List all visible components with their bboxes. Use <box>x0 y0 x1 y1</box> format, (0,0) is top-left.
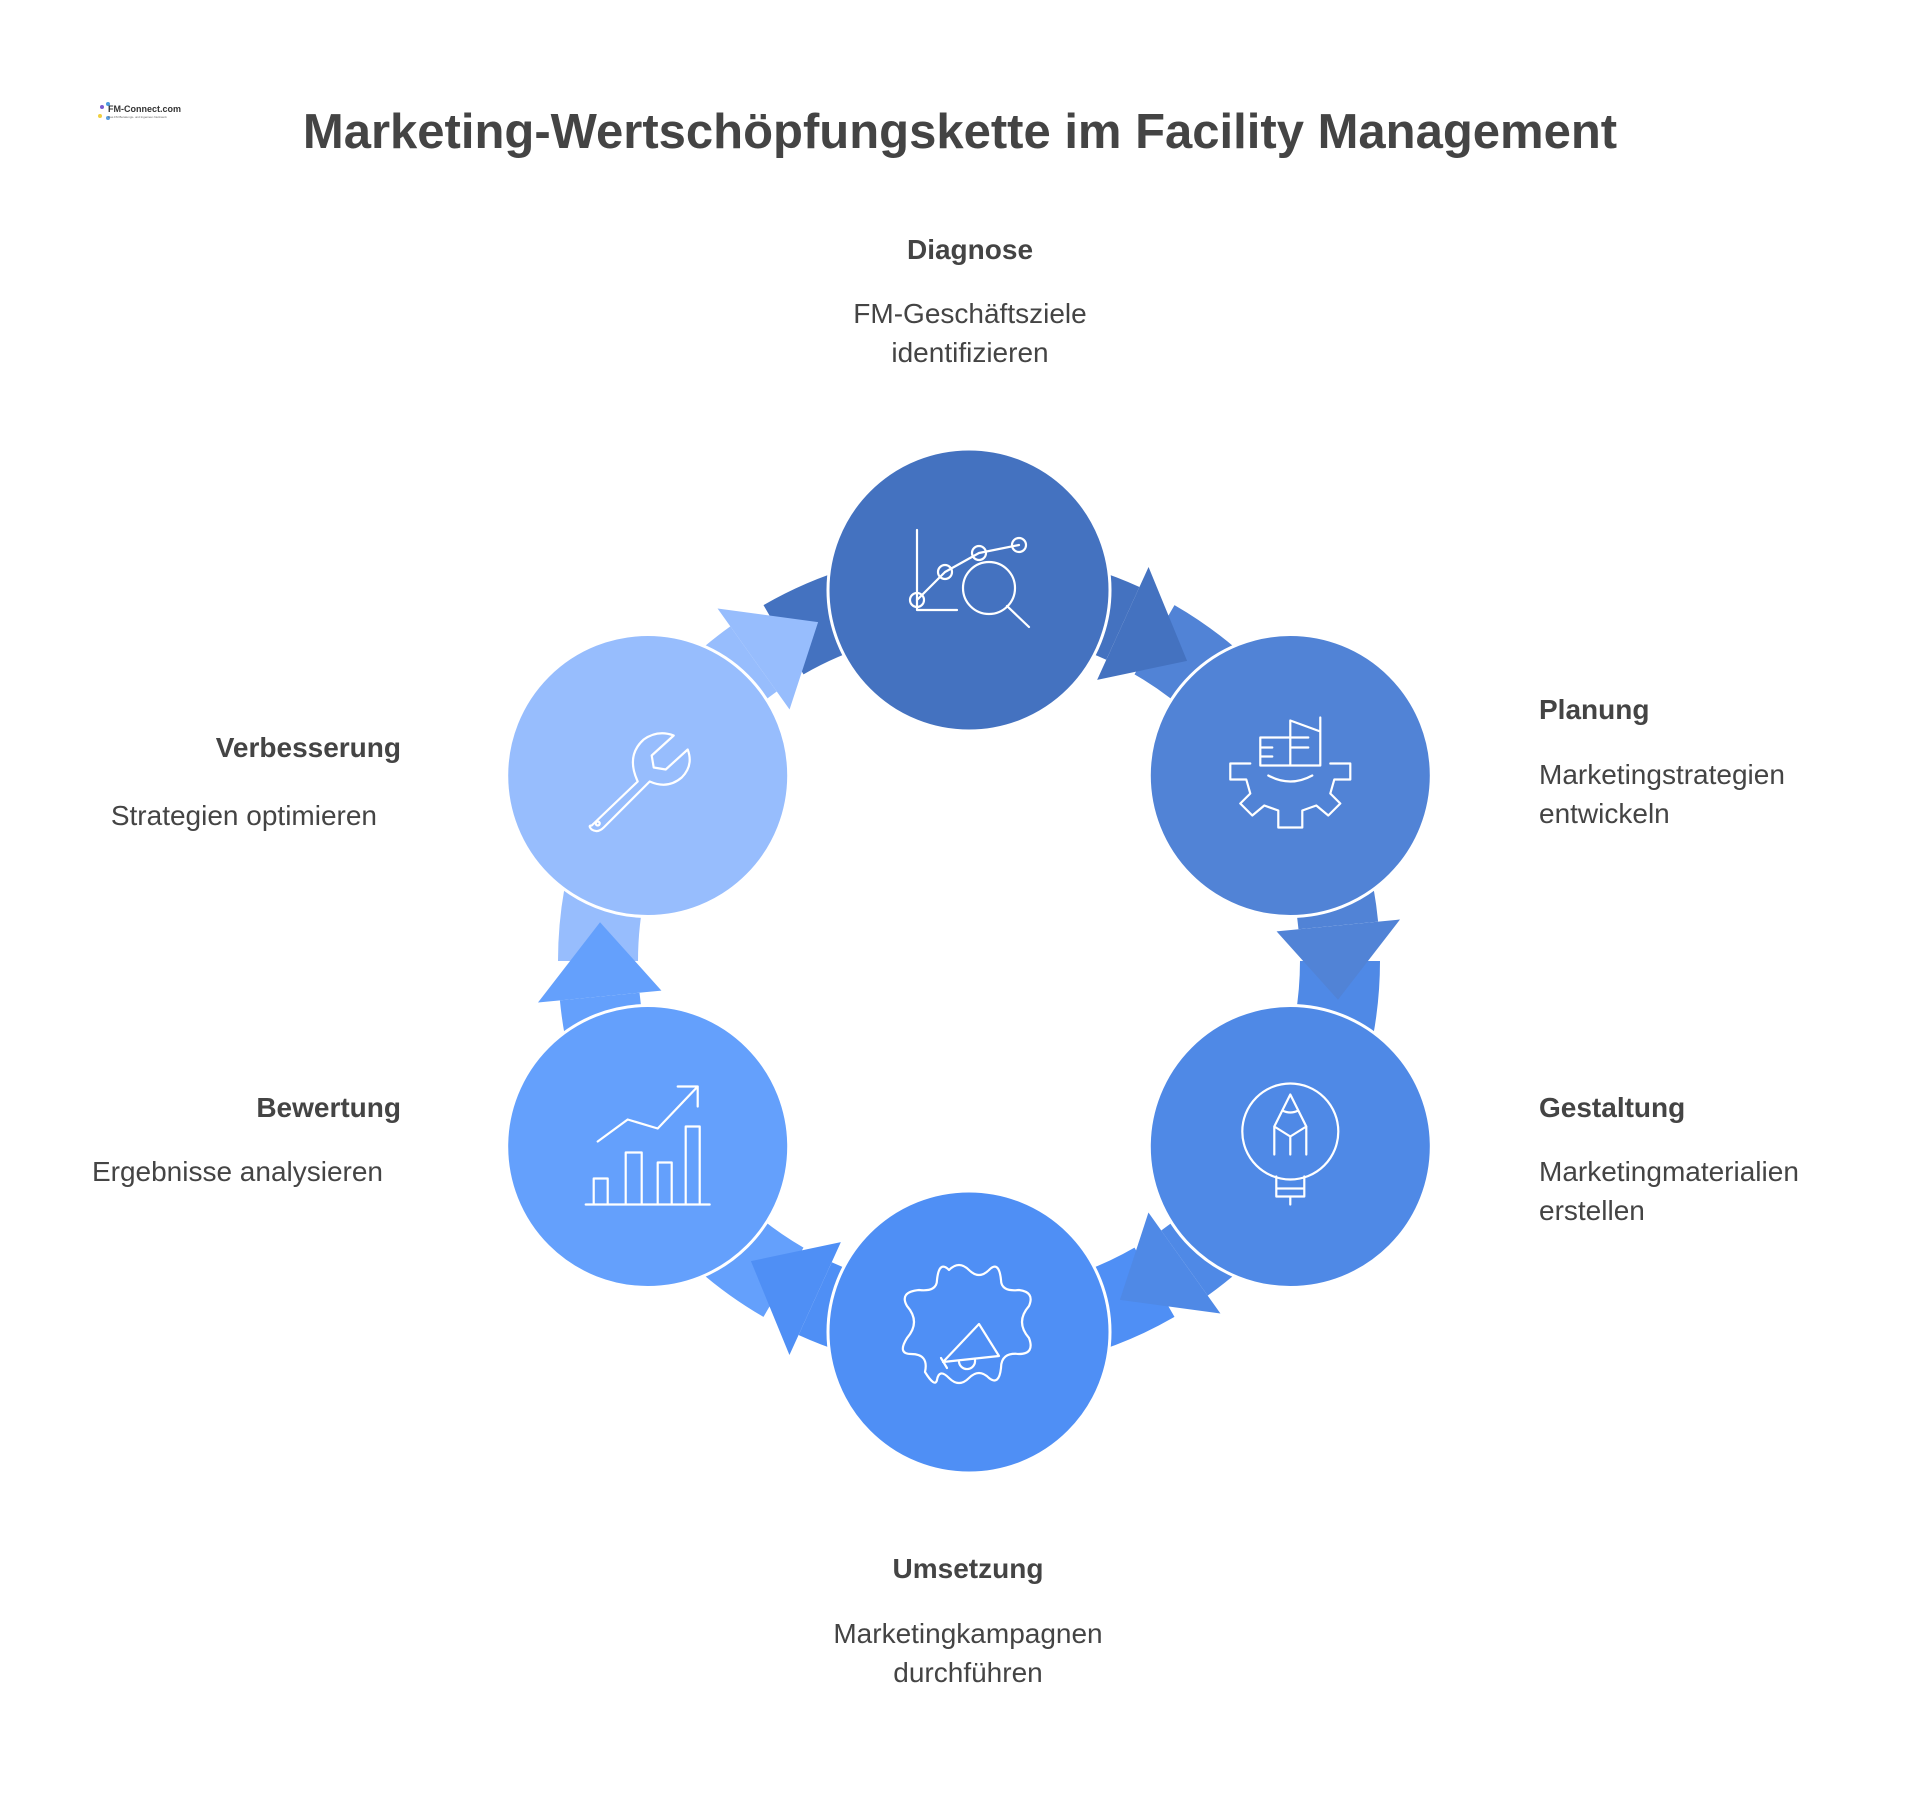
step-label-umsetzung: Umsetzung <box>892 1553 1044 1584</box>
step-label-diagnose: Diagnose <box>906 234 1034 265</box>
desc-line: FM-Geschäftsziele <box>853 298 1087 329</box>
logo-atom-icon <box>98 102 110 120</box>
gear-building-icon <box>1229 716 1352 829</box>
step-desc-diagnose: FM-Geschäftsziele identifizieren <box>720 294 1220 372</box>
step-label-verbesserung: Verbesserung <box>215 732 401 763</box>
arrow-head <box>1097 566 1188 680</box>
desc-line: durchführen <box>893 1657 1043 1688</box>
step-label-bewertung: Bewertung <box>256 1092 401 1123</box>
desc-line: entwickeln <box>1539 798 1670 829</box>
step-circle <box>826 447 1112 733</box>
step-node-gestaltung <box>1147 1004 1433 1289</box>
step-node-bewertung <box>505 1004 791 1289</box>
step-node-diagnose <box>826 447 1112 733</box>
desc-line: Marketingstrategien <box>1539 759 1785 790</box>
logo-subtitle: Das FM Beratungs- und Ingenieur-Netzwerk <box>108 115 167 119</box>
chart-search-icon <box>908 528 1031 629</box>
step-node-umsetzung <box>826 1189 1112 1475</box>
step-node-planung <box>1147 633 1433 918</box>
step-desc-verbesserung: Strategien optimieren <box>110 800 377 831</box>
arrow-head <box>1276 919 1401 1000</box>
step-desc-bewertung: Ergebnisse analysieren <box>91 1156 383 1187</box>
step-desc-planung: Marketingstrategien entwickeln <box>1539 755 1920 833</box>
page-title: Marketing-Wertschöpfungskette im Facilit… <box>302 105 1618 159</box>
arrow-head <box>1119 1212 1221 1314</box>
step-circle <box>505 1004 791 1289</box>
step-circle <box>1147 633 1433 918</box>
bar-chart-growth-icon <box>584 1085 711 1206</box>
desc-line: Marketingkampagnen <box>833 1618 1103 1649</box>
step-desc-gestaltung: Marketingmaterialien erstellen <box>1539 1152 1920 1230</box>
megaphone-gear-icon <box>901 1263 1032 1385</box>
logo-text: FM-Connect.com <box>108 104 181 114</box>
step-label-planung: Planung <box>1539 694 1650 725</box>
step-circle <box>826 1189 1112 1475</box>
logo: FM-Connect.com Das FM Beratungs- und Ing… <box>98 98 181 126</box>
step-circle <box>505 633 791 918</box>
desc-line: Marketingmaterialien <box>1539 1156 1799 1187</box>
step-node-verbesserung <box>505 633 791 918</box>
wrench-icon <box>588 732 691 833</box>
desc-line: identifizieren <box>891 337 1049 368</box>
desc-line: erstellen <box>1539 1195 1645 1226</box>
step-label-gestaltung: Gestaltung <box>1539 1092 1686 1123</box>
lightbulb-pencil-icon <box>1241 1082 1340 1206</box>
arrow-head <box>717 608 819 710</box>
arrow-head <box>750 1242 841 1356</box>
arrow-head <box>537 922 662 1003</box>
step-desc-umsetzung: Marketingkampagnen durchführen <box>718 1614 1218 1692</box>
